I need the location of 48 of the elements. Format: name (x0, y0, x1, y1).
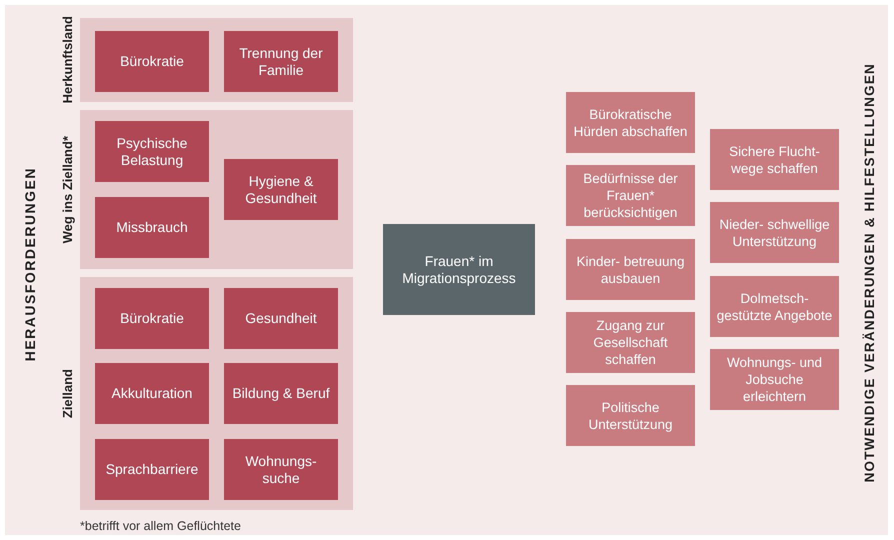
box-text: Akkulturation (112, 385, 192, 402)
box-text: Psychische Belastung (116, 134, 188, 168)
box-text: Bürokratie (120, 310, 184, 327)
box-text: Wohnungs- suche (244, 452, 318, 486)
box-text: Sprachbarriere (106, 461, 198, 478)
challenge-box (95, 31, 209, 92)
box-text: Bedürfnisse der Frauen* berücksichtigen (582, 170, 679, 221)
challenge-box (224, 159, 338, 220)
measure-box (710, 349, 839, 410)
challenge-box (224, 31, 338, 92)
band-heading: Weg ins Zielland* (60, 136, 76, 244)
box-text: Zugang zur Gesellschaft schaffen (592, 317, 669, 368)
box-text: Nieder- schwellige Unterstützung (718, 216, 831, 250)
side-heading: HERAUSFORDERUNGEN (20, 166, 38, 362)
measure-box (710, 129, 839, 190)
measure-box (566, 165, 695, 226)
challenge-box (224, 439, 338, 500)
box-text: Gesundheit (245, 310, 317, 327)
measure-box (566, 312, 695, 373)
measure-box (566, 239, 695, 300)
central-topic-box (383, 224, 535, 315)
challenge-box (224, 288, 338, 349)
box-text: Bildung & Beruf (232, 385, 330, 402)
box-text: Trennung der Familie (238, 44, 324, 78)
challenge-box (95, 363, 209, 424)
band-heading: Zielland (60, 368, 76, 418)
side-heading: NOTWENDIGE VERÄNDERUNGEN & HILFESTELLUNGEN (860, 63, 878, 483)
box-text: Frauen* im Migrationsprozess (401, 252, 517, 286)
box-text: Bürokratie (120, 53, 184, 70)
challenge-box (95, 121, 209, 182)
box-text: Dolmetsch- gestützte Angebote (716, 290, 834, 324)
band-heading: Herkunftsland (60, 16, 76, 104)
box-text: Wohnungs- und Jobsuche erleichtern (726, 354, 824, 405)
challenge-box (95, 288, 209, 349)
challenge-box (224, 363, 338, 424)
box-text: Sichere Flucht- wege schaffen (728, 142, 821, 176)
box-text: Kinder- betreuung ausbauen (575, 252, 686, 286)
box-text: Missbrauch (116, 219, 188, 236)
measure-box (710, 202, 839, 263)
box-text: Bürokratische Hürden abschaffen (572, 106, 688, 140)
challenge-box (95, 439, 209, 500)
measure-box (710, 276, 839, 337)
measure-box (566, 385, 695, 446)
box-text: Hygiene & Gesundheit (244, 172, 318, 206)
footnote: *betrifft vor allem Geflüchtete (80, 518, 241, 534)
challenge-box (95, 197, 209, 258)
measure-box (566, 92, 695, 153)
box-text: Politische Unterstützung (587, 398, 674, 432)
